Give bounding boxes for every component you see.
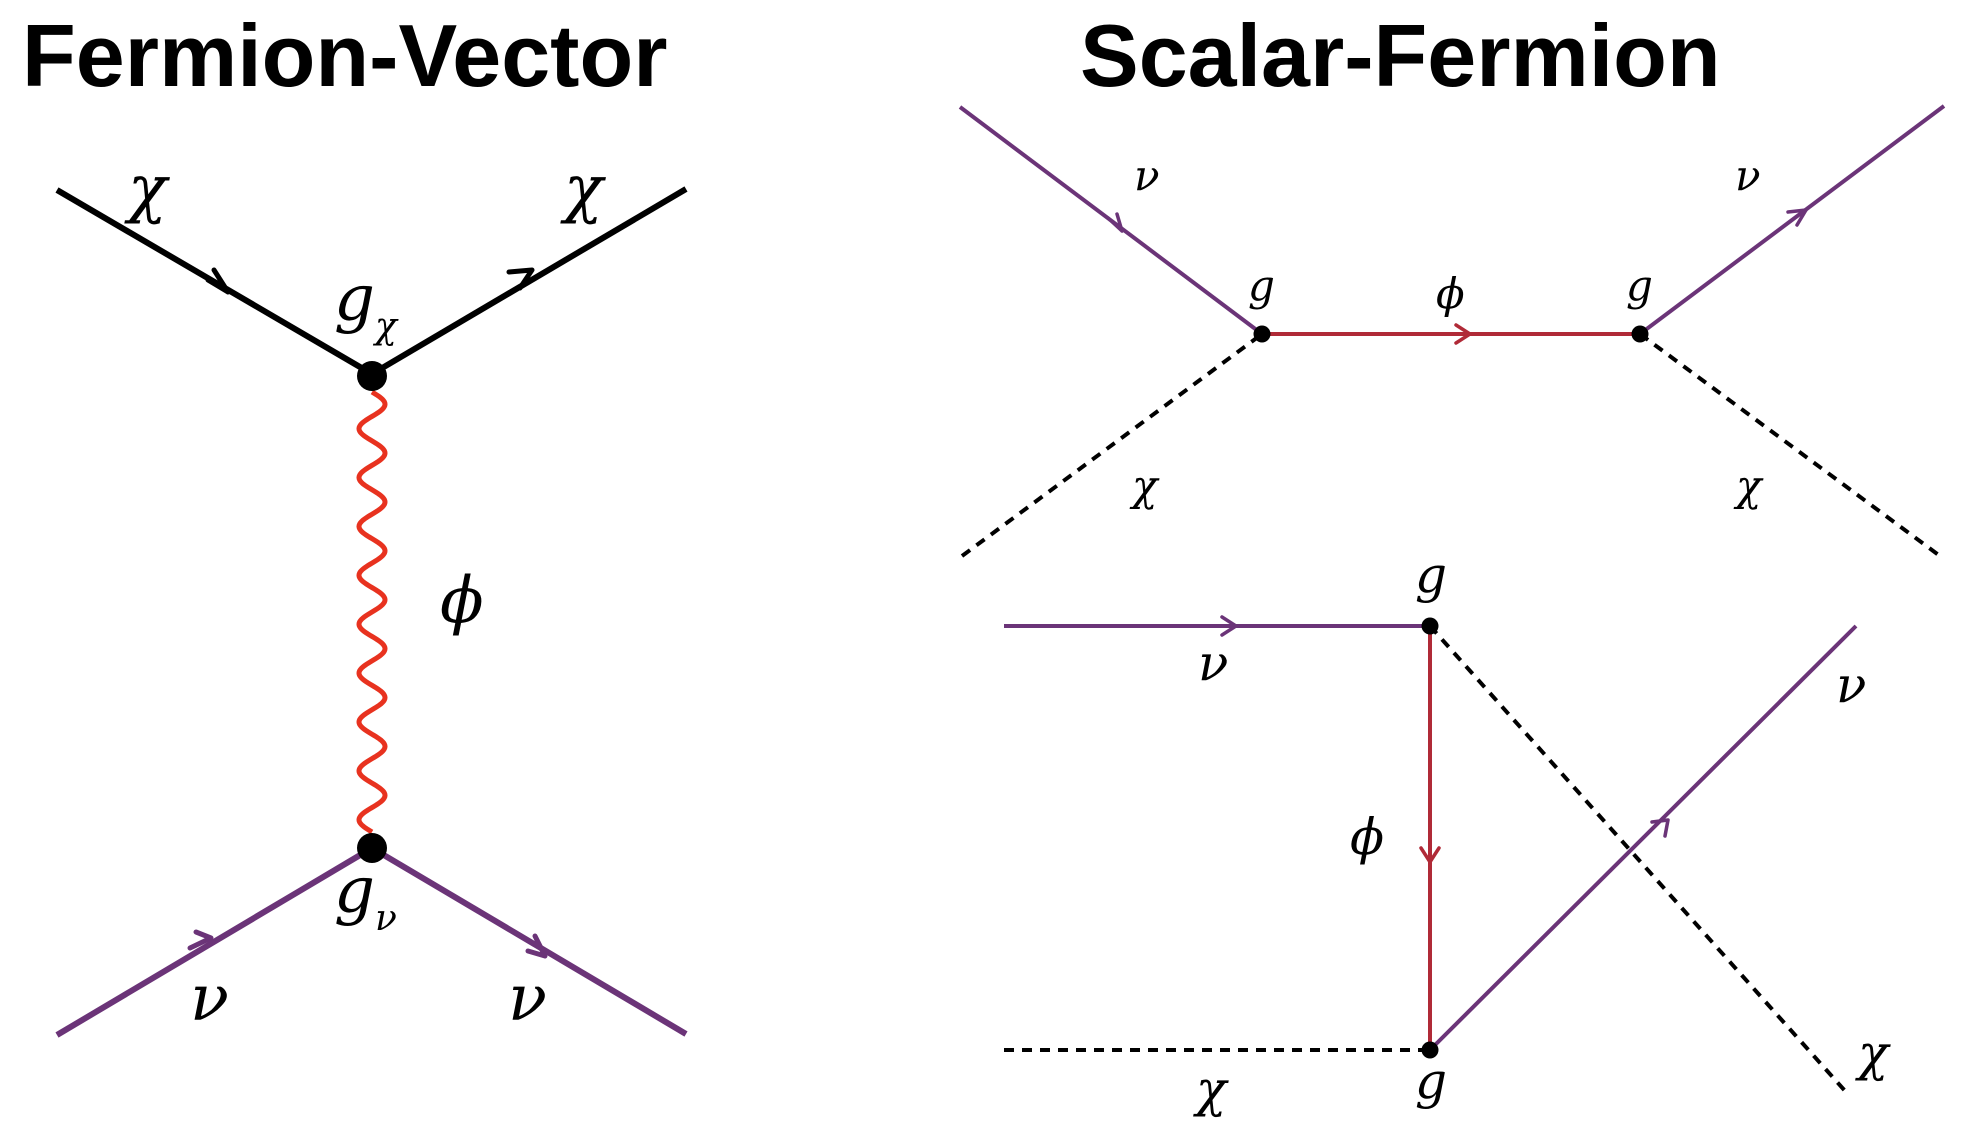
chi-in-arrow [205,267,231,295]
u-label-coupling-bottom: g [1415,1052,1447,1110]
s-vertex-left [1253,325,1271,343]
nu-in-line [55,845,374,1038]
s-vertex-right [1631,325,1649,343]
u-mediator-arrow [1419,846,1441,866]
u-label-nu-in: ν [1198,634,1228,692]
u-nu-out-arrow [1650,818,1670,838]
s-label-nu-out: ν [1735,151,1761,200]
label-coupling-bottom: gν [334,854,397,939]
label-coupling-top: gχ [334,262,399,347]
u-chi-out-line [1428,624,1848,1094]
u-vertex-bottom [1421,1041,1439,1059]
nu-in-arrow [187,929,214,951]
s-label-chi-in: χ [1129,461,1160,510]
u-label-coupling-top: g [1415,546,1447,604]
vertex-top [357,361,387,391]
scalar-fermion-s-channel: ν ν g g ϕ χ χ [958,104,1946,558]
s-mediator-arrow [1454,323,1474,345]
vertex-bottom [357,833,387,863]
nu-out-arrow [525,933,548,959]
u-nu-out-line [1428,624,1858,1052]
s-label-nu-in: ν [1134,151,1160,200]
u-label-nu-out: ν [1836,656,1866,714]
s-nu-in-arrow [1106,212,1124,233]
chi-out-line [370,186,688,377]
label-chi-out: χ [560,152,606,226]
coupling-top-sub: χ [372,306,399,347]
s-chi-out-line [1638,332,1942,558]
fermion-vector-diagram: χ χ ϕ ν ν gχ gν [55,152,688,1038]
s-chi-in-line [960,332,1264,558]
coupling-bottom-g: g [334,854,375,928]
s-nu-out-arrow [1786,208,1808,227]
label-chi-in: χ [124,152,170,226]
s-label-phi: ϕ [1436,269,1465,318]
u-label-phi: ϕ [1350,808,1384,866]
s-label-coupling-right: g [1626,261,1653,310]
s-nu-out-line [1638,104,1946,336]
u-nu-in-arrow [1220,615,1240,637]
u-vertex-top [1421,617,1439,635]
u-label-chi-out: χ [1855,1024,1891,1082]
title-fermion-vector: Fermion-Vector [22,6,667,105]
s-label-coupling-left: g [1248,261,1275,310]
scalar-fermion-u-channel: g g ν ϕ ν χ χ [1004,546,1891,1118]
s-label-chi-out: χ [1733,461,1764,510]
title-scalar-fermion: Scalar-Fermion [1080,6,1721,105]
label-nu-in: ν [190,962,229,1036]
vector-mediator-line [356,389,388,835]
coupling-bottom-sub: ν [375,898,397,939]
nu-out-line [370,845,688,1037]
label-nu-out: ν [508,962,547,1036]
coupling-top-g: g [334,262,375,336]
u-label-chi-in: χ [1193,1060,1229,1118]
chi-out-arrow [506,267,535,291]
label-phi-vector: ϕ [440,564,484,638]
